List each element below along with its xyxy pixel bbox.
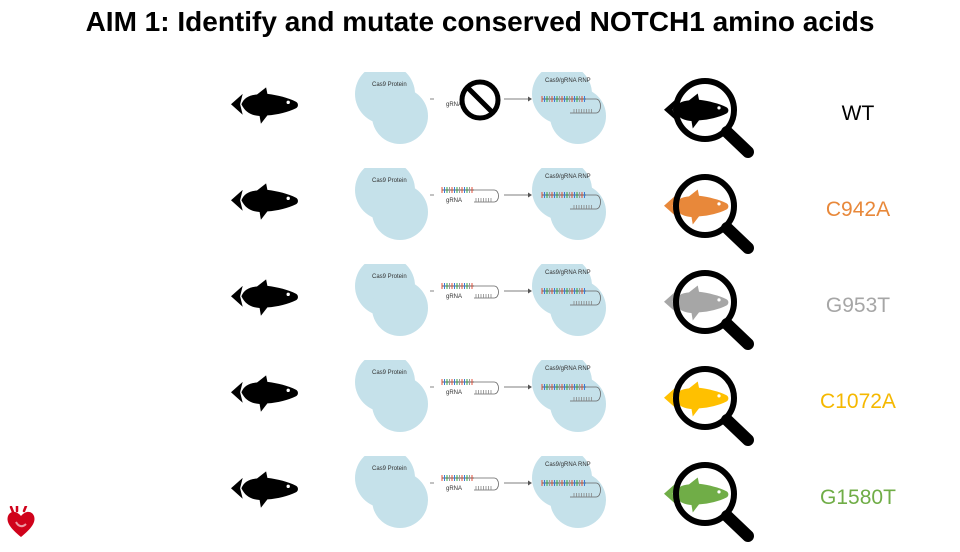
fish-icon — [231, 375, 298, 412]
rnp-label: Cas9/gRNA RNP — [545, 270, 591, 276]
rnp-label: Cas9/gRNA RNP — [545, 78, 591, 84]
arrow — [504, 96, 532, 102]
rnp-label: Cas9/gRNA RNP — [545, 462, 591, 468]
grna: gRNA — [446, 102, 462, 108]
cas9-protein-label: Cas9 Protein — [372, 274, 407, 280]
fish-icon — [231, 87, 298, 124]
grna-strand — [441, 475, 474, 481]
experiment-row: Cas9 Protein gRNA Cas9/gRNA RNP G953T — [0, 264, 960, 360]
mutation-label: WT — [841, 102, 875, 125]
fish-icon — [231, 471, 298, 508]
magnifier-icon — [673, 78, 754, 158]
grna-strand — [441, 379, 474, 385]
mutation-label: G1580T — [820, 486, 896, 509]
no-symbol-icon — [459, 79, 501, 121]
cas9-protein-label: Cas9 Protein — [372, 82, 407, 88]
arrow — [504, 384, 532, 390]
cas9-protein-label: Cas9 Protein — [372, 370, 407, 376]
mutation-label: G953T — [825, 294, 891, 317]
rnp-complex: Cas9/gRNA RNP — [532, 72, 606, 144]
page-title: AIM 1: Identify and mutate conserved NOT… — [85, 6, 875, 37]
grna-strand — [441, 187, 474, 193]
rnp-label: Cas9/gRNA RNP — [545, 174, 591, 180]
fish-icon — [231, 183, 298, 220]
row-diagram: Cas9 Protein gRNA Cas9/gRNA RNP — [231, 168, 754, 254]
rnp-strand — [541, 192, 586, 198]
rnp-complex: Cas9/gRNA RNP — [532, 456, 606, 528]
arrow — [504, 192, 532, 198]
experiment-row: Cas9 Protein gRNA Cas9/gRNA RNP C1072A — [0, 360, 960, 456]
grna: gRNA — [441, 475, 499, 492]
arrow — [504, 288, 532, 294]
grna-strand — [441, 283, 474, 289]
experiment-row: Cas9 Protein gRNA Cas9/gRNA RNP WT — [0, 72, 960, 168]
fish-icon — [664, 381, 729, 417]
row-diagram: Cas9 Protein gRNA Cas9/gRNA RNP — [231, 360, 754, 446]
heart-icon — [7, 506, 35, 537]
rnp-complex: Cas9/gRNA RNP — [532, 264, 606, 336]
rnp-complex: Cas9/gRNA RNP — [532, 168, 606, 240]
grna-label: gRNA — [446, 294, 462, 300]
rnp-complex: Cas9/gRNA RNP — [532, 360, 606, 432]
arrow — [504, 480, 532, 486]
grna-label: gRNA — [446, 486, 462, 492]
grna-label: gRNA — [446, 390, 462, 396]
cas9-protein: Cas9 Protein — [355, 264, 428, 336]
row-diagram: Cas9 Protein gRNA Cas9/gRNA RNP — [231, 264, 754, 350]
fish-icon — [664, 189, 729, 225]
cas9-protein: Cas9 Protein — [355, 456, 428, 528]
magnifier-icon — [673, 174, 754, 254]
mutation-label: C942A — [825, 198, 891, 221]
mutation-label: C1072A — [820, 390, 896, 413]
grna: gRNA — [441, 187, 499, 204]
magnifier-icon — [673, 270, 754, 350]
rnp-strand — [541, 96, 586, 102]
cas9-protein-label: Cas9 Protein — [372, 466, 407, 472]
cas9-protein: Cas9 Protein — [355, 168, 428, 240]
cas9-protein-label: Cas9 Protein — [372, 178, 407, 184]
rnp-strand — [541, 480, 586, 486]
experiment-row: Cas9 Protein gRNA Cas9/gRNA RNP C942A — [0, 168, 960, 264]
fish-icon — [231, 279, 298, 316]
cas9-protein: Cas9 Protein — [355, 360, 428, 432]
grna: gRNA — [441, 379, 499, 396]
grna-label: gRNA — [446, 198, 462, 204]
fish-icon — [664, 285, 729, 321]
experiment-row: Cas9 Protein gRNA Cas9/gRNA RNP G1580T — [0, 456, 960, 552]
fish-icon — [664, 93, 729, 129]
cas9-protein: Cas9 Protein — [355, 72, 428, 144]
rnp-label: Cas9/gRNA RNP — [545, 366, 591, 372]
row-diagram: Cas9 Protein gRNA Cas9/gRNA RNP — [231, 456, 754, 542]
grna: gRNA — [441, 283, 499, 300]
row-diagram: Cas9 Protein gRNA Cas9/gRNA RNP — [231, 72, 754, 158]
rnp-strand — [541, 288, 586, 294]
magnifier-icon — [673, 462, 754, 542]
rnp-strand — [541, 384, 586, 390]
grna-label: gRNA — [446, 102, 462, 108]
magnifier-icon — [673, 366, 754, 446]
fish-icon — [664, 477, 729, 513]
